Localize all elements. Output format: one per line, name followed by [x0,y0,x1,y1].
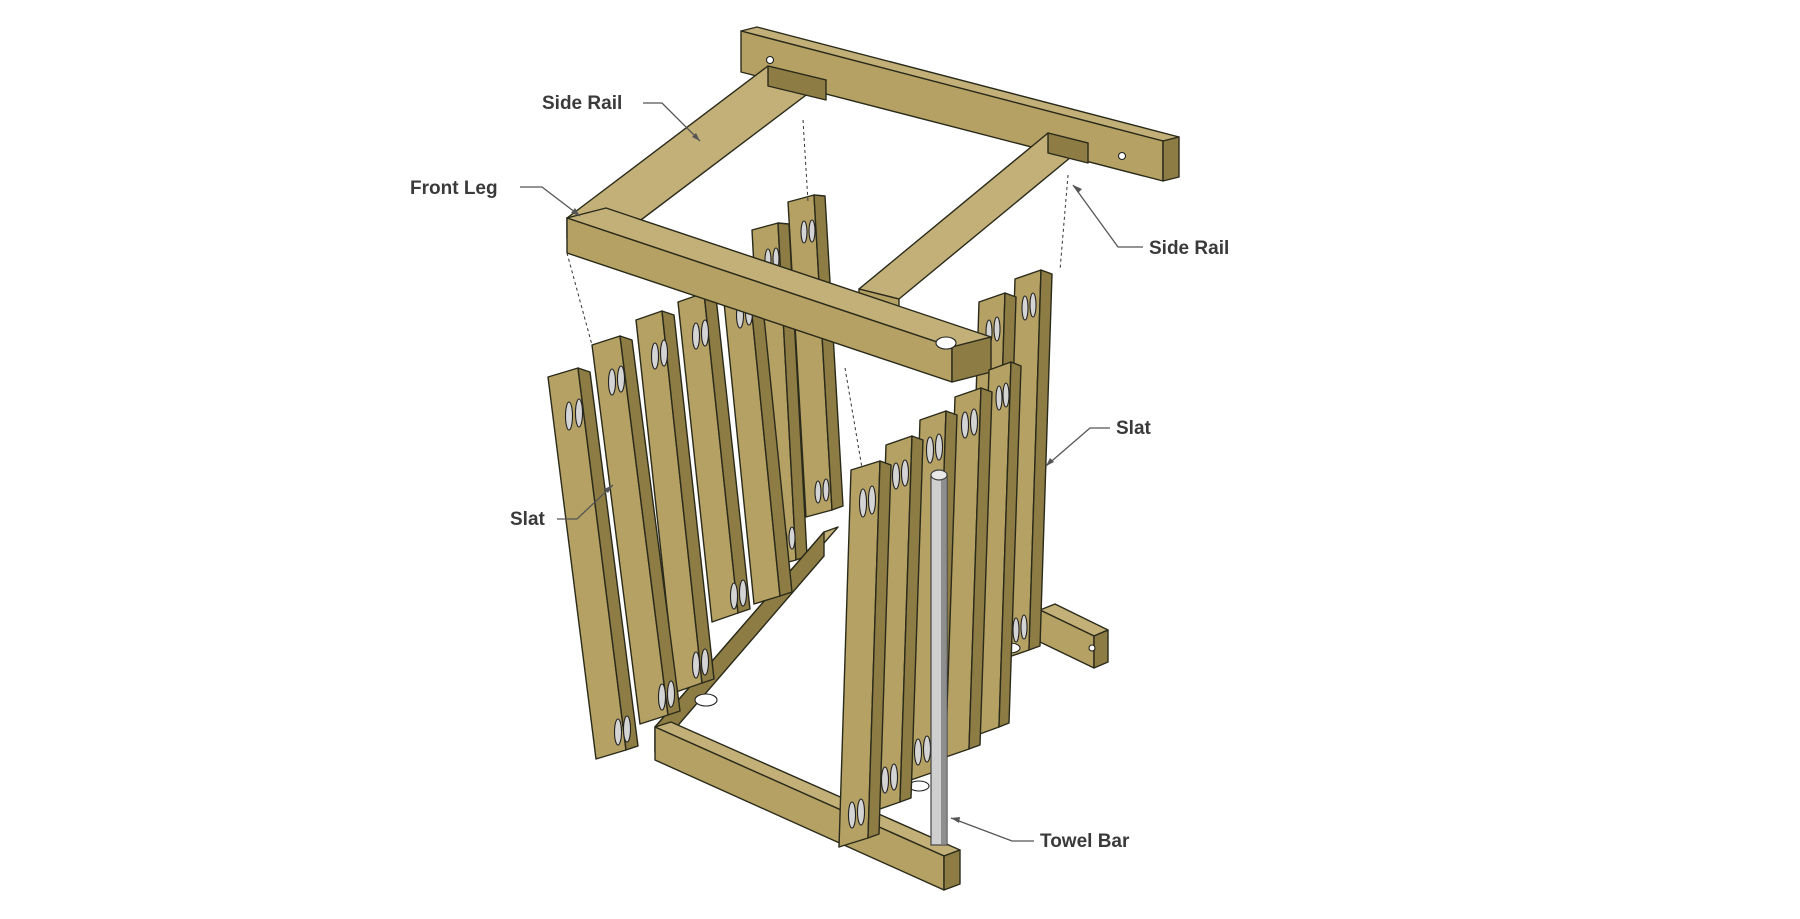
slat-left-3 [635,310,715,693]
label-towel-bar: Towel Bar [950,817,1130,852]
slat-left-1 [547,367,639,760]
slat-left-2 [591,335,718,725]
slat-left-label: Slat [510,509,546,530]
slat-left-4 [677,292,751,623]
label-side-rail-right: Side Rail [1072,184,1229,259]
label-front-leg: Front Leg [410,178,581,217]
side-rail-right-label: Side Rail [1149,238,1229,259]
label-side-rail-left: Side Rail [542,93,701,142]
towel-bar [930,469,948,846]
front-leg-label: Front Leg [410,178,498,199]
back-rail-top [740,26,1180,182]
side-rail-right-part [858,132,1089,320]
side-rail-left-label: Side Rail [542,93,622,114]
slat-right-1 [838,460,892,848]
screw-hole-icon [765,55,775,65]
label-slat-right: Slat [1045,418,1152,467]
bottom-rail-right [1039,603,1109,669]
slat-left-5 [721,273,793,605]
towel-bar-label: Towel Bar [1040,831,1130,852]
screw-hole-icon [1117,151,1127,161]
alignment-lines [566,119,1069,469]
slat-right-5 [976,361,1022,736]
label-slat-left: Slat [510,484,614,530]
front-leg-part [566,207,992,383]
slat-right-label: Slat [1116,418,1152,439]
screw-hole-icon [1088,644,1096,652]
